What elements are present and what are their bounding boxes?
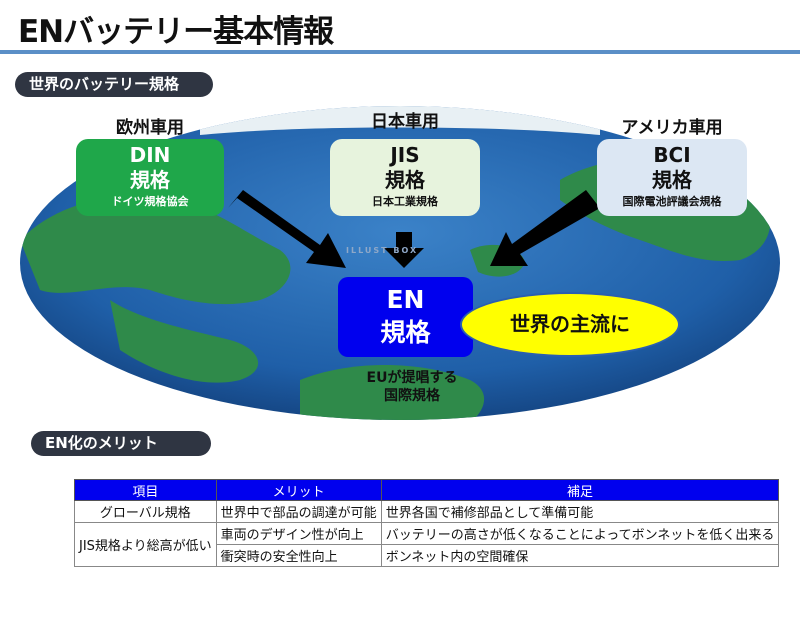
jis-org: 日本工業規格 (372, 195, 438, 208)
din-name: DIN (129, 143, 171, 167)
merit-table: 項目 メリット 補足 グローバル規格 世界中で部品の調達が可能 世界各国で補修部… (74, 479, 780, 567)
din-type: 規格 (130, 168, 170, 192)
table-row: JIS規格より総高が低い 車両のデザイン性が向上 バッテリーの高さが低くなること… (74, 522, 780, 567)
section-label-en-merits: EN化のメリット (31, 431, 211, 456)
bci-name: BCI (653, 143, 691, 167)
cell-merit: 世界中で部品の調達が可能 (215, 500, 382, 523)
en-caption: EUが提唱する 国際規格 (352, 369, 472, 405)
cell-item: JIS規格より総高が低い (74, 522, 217, 567)
en-standard-box: EN 規格 (338, 277, 473, 357)
cell-note: 世界各国で補修部品として準備可能 (380, 500, 780, 523)
arrow-bci-to-en (490, 190, 600, 266)
region-label-japan: 日本車用 (371, 112, 439, 132)
watermark-text: ILLUST BOX (346, 246, 419, 255)
jis-standard-box: JIS 規格 日本工業規格 (330, 139, 480, 216)
header-merit: メリット (215, 479, 382, 501)
region-label-europe: 欧州車用 (116, 118, 184, 138)
en-caption-line1: EUが提唱する (366, 370, 458, 386)
jis-type: 規格 (385, 168, 425, 192)
table-header-row: 項目 メリット 補足 (74, 479, 780, 501)
section-label-world-standards: 世界のバッテリー規格 (15, 72, 213, 97)
mainstream-oval: 世界の主流に (460, 292, 680, 357)
cell-item: グローバル規格 (74, 500, 217, 523)
land-southeast-asia (110, 300, 259, 383)
din-standard-box: DIN 規格 ドイツ規格協会 (76, 139, 224, 216)
bci-standard-box: BCI 規格 国際電池評議会規格 (597, 139, 747, 216)
jis-name: JIS (390, 143, 420, 167)
land-asia (20, 196, 291, 305)
page-title: ENバッテリー基本情報 (18, 14, 334, 50)
table-row: 衝突時の安全性向上 ボンネット内の空間確保 (75, 544, 780, 567)
bci-org: 国際電池評議会規格 (622, 195, 722, 208)
bci-type: 規格 (652, 168, 692, 192)
arrow-din-to-en (228, 190, 346, 268)
en-name: EN (386, 285, 425, 314)
region-label-america: アメリカ車用 (621, 118, 723, 138)
cell-merit: 衝突時の安全性向上 (215, 544, 382, 567)
en-type: 規格 (380, 318, 431, 347)
en-caption-line2: 国際規格 (384, 388, 440, 404)
title-underline (0, 50, 800, 54)
land-polar (200, 106, 600, 135)
cell-note: ボンネット内の空間確保 (380, 544, 780, 567)
arrow-jis-to-en (384, 232, 424, 268)
header-item: 項目 (74, 479, 217, 501)
header-note: 補足 (380, 479, 780, 501)
table-row: グローバル規格 世界中で部品の調達が可能 世界各国で補修部品として準備可能 (74, 500, 780, 523)
land-australia (300, 365, 485, 420)
din-org: ドイツ規格協会 (111, 195, 189, 208)
cell-merit: 車両のデザイン性が向上 (215, 522, 382, 545)
cell-note: バッテリーの高さが低くなることによってボンネットを低く出来る (380, 522, 780, 545)
